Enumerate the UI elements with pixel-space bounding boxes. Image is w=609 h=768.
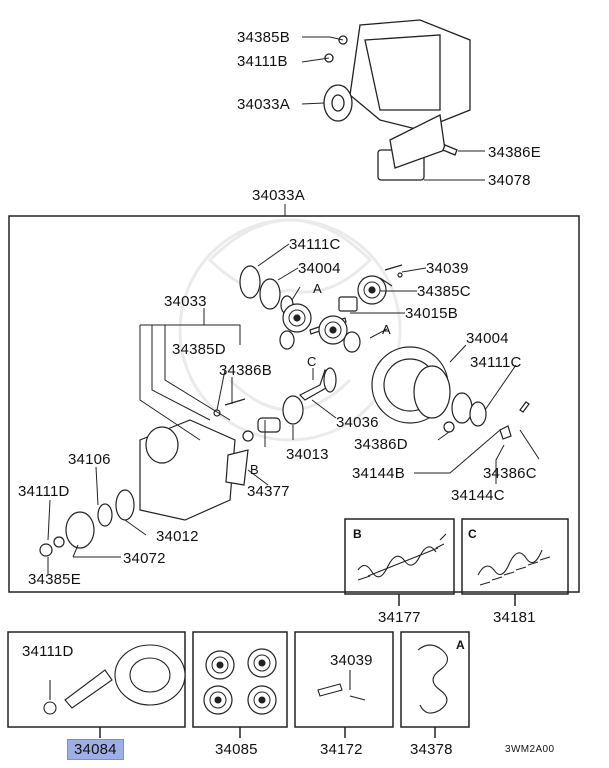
part-label-34033a-top: 34033A	[237, 96, 290, 113]
part-label-34386e: 34386E	[488, 144, 541, 161]
part-label-34004-a: 34004	[298, 260, 341, 277]
part-label-34039: 34039	[426, 260, 469, 277]
part-label-34033: 34033	[164, 293, 207, 310]
part-label-34013: 34013	[286, 446, 329, 463]
part-label-34385b: 34385B	[237, 29, 290, 46]
bottom-parts	[43, 644, 449, 715]
part-label-34386c: 34386C	[483, 465, 537, 482]
callout-b: B	[250, 462, 259, 477]
part-label-34072: 34072	[123, 550, 166, 567]
callout-a-1: A	[313, 281, 322, 296]
spring-box-tag-b: B	[353, 527, 362, 541]
part-label-34106: 34106	[68, 451, 111, 468]
part-label-34386b: 34386B	[219, 362, 272, 379]
part-label-34385e: 34385E	[28, 571, 81, 588]
spring-boxes	[344, 518, 569, 606]
top-leader-lines	[284, 36, 485, 216]
part-label-34385c: 34385C	[417, 283, 471, 300]
part-label-34144c: 34144C	[451, 487, 505, 504]
part-label-34036: 34036	[336, 414, 379, 431]
spring-box-tag-c: C	[468, 527, 477, 541]
part-label-34012: 34012	[156, 528, 199, 545]
part-label-34085: 34085	[215, 741, 258, 758]
part-label-34111d: 34111D	[18, 483, 70, 500]
part-label-34386d: 34386D	[354, 436, 408, 453]
housing-top-drawing	[323, 19, 471, 181]
callout-a-2: A	[382, 322, 391, 337]
part-label-34378: 34378	[410, 741, 453, 758]
spring-coils	[357, 533, 551, 586]
part-label-34015b: 34015B	[405, 305, 458, 322]
part-label-34004-b: 34004	[466, 330, 509, 347]
part-label-34111b: 34111B	[237, 53, 288, 70]
part-label-34084-highlighted[interactable]: 34084	[67, 739, 124, 760]
part-label-34172: 34172	[320, 741, 363, 758]
diagram-code: 3WM2A00	[505, 744, 555, 755]
main-leader-lines	[47, 243, 540, 574]
part-label-34385d: 34385D	[172, 341, 226, 358]
part-label-34078: 34078	[488, 172, 531, 189]
part-label-34177: 34177	[378, 609, 421, 626]
part-label-34377: 34377	[247, 483, 290, 500]
box3-inner-label: 34039	[330, 652, 373, 669]
box1-inner-label: 34111D	[22, 643, 74, 660]
part-label-34111c-b: 34111C	[470, 354, 522, 371]
assembly-title: 34033A	[252, 187, 305, 204]
part-label-34181: 34181	[493, 609, 536, 626]
part-label-34144b: 34144B	[352, 465, 405, 482]
main-assembly-drawing	[39, 264, 530, 557]
part-label-34111c-a: 34111C	[289, 236, 341, 253]
box4-tag-a: A	[456, 638, 465, 652]
bottom-boxes	[7, 631, 470, 738]
callout-c: C	[307, 354, 317, 369]
